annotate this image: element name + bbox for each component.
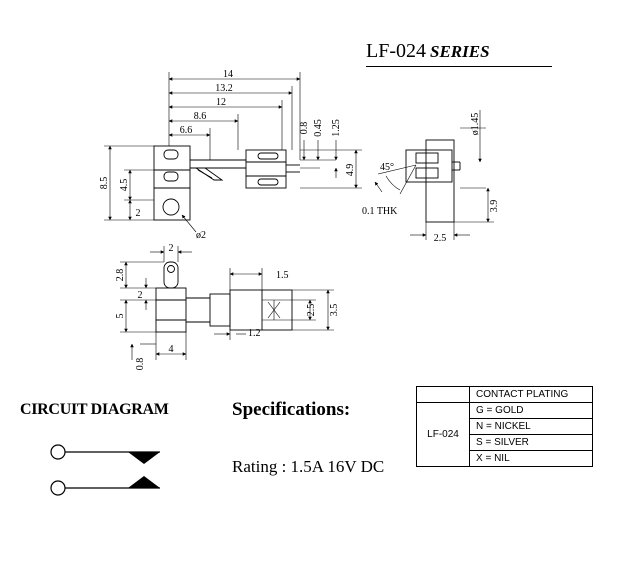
dim-2-mid: 2 (138, 290, 143, 301)
dim-0-1-thk: 0.1 THK (362, 206, 398, 217)
table-row: CONTACT PLATING (416, 386, 593, 403)
top-housing (153, 145, 191, 221)
plating-option: N = NICKEL (469, 418, 593, 435)
dim-6-6: 6.6 (180, 125, 193, 136)
bottom-housing (155, 287, 187, 333)
dim-8-5: 8.5 (99, 177, 110, 190)
dim-4: 4 (169, 344, 174, 355)
rating-text: Rating : 1.5A 16V DC (232, 457, 385, 476)
dim-4-5: 4.5 (119, 179, 130, 192)
dim-2-5-bottom: 2.5 (306, 304, 317, 317)
dim-13-2: 13.2 (215, 83, 233, 94)
dim-0-8-bottom: 0.8 (135, 358, 146, 371)
dim-2-top: 2 (169, 243, 174, 254)
table-row: X = NIL (417, 450, 593, 467)
dim-2: 2 (136, 208, 141, 219)
dim-14: 14 (223, 69, 233, 80)
dim-3-9: 3.9 (489, 200, 500, 213)
dim-2-8: 2.8 (115, 269, 126, 282)
specifications-title: Specifications: (232, 399, 351, 420)
dim-2-5-side: 2.5 (434, 233, 447, 244)
dim-3-5: 3.5 (329, 304, 340, 317)
circuit-diagram-title: CIRCUIT DIAGRAM (20, 401, 169, 418)
dim-0-8: 0.8 (299, 122, 310, 135)
dim-1-25: 1.25 (331, 119, 342, 137)
side-housing (425, 139, 455, 223)
dim-hole-d2: ø2 (196, 230, 206, 241)
title-block: LF-024 SERIES (366, 40, 552, 67)
contact-2-icon (128, 476, 160, 488)
table-header: CONTACT PLATING (469, 386, 593, 403)
contact-1-icon (128, 452, 160, 464)
dim-d1-45: ø1.45 (470, 113, 481, 136)
dim-4-9: 4.9 (345, 164, 356, 177)
title-model: LF-024 (366, 40, 426, 62)
plating-option: X = NIL (469, 450, 593, 467)
dim-12: 12 (216, 97, 226, 108)
table-model-cell: LF-024 (416, 402, 470, 467)
plating-option: G = GOLD (469, 402, 593, 419)
dim-8-6: 8.6 (194, 111, 207, 122)
dim-0-45: 0.45 (313, 119, 324, 137)
dim-5: 5 (115, 314, 126, 319)
dim-1-5: 1.5 (276, 270, 289, 281)
table-row: LF-024 G = GOLD (416, 402, 593, 467)
plating-option: S = SILVER (469, 434, 593, 451)
dim-1-2: 1.2 (248, 328, 261, 339)
side-view (374, 110, 494, 240)
dim-45-deg: 45° (380, 162, 394, 173)
terminal-2-icon (50, 480, 66, 496)
title-series: SERIES (430, 42, 490, 61)
mounting-hole (162, 198, 180, 216)
bottom-view (120, 246, 334, 360)
circuit-symbol (50, 444, 160, 496)
top-view (104, 72, 362, 233)
contact-plating-table: CONTACT PLATING LF-024 G = GOLD N = NICK… (416, 386, 593, 467)
terminal-1-icon (50, 444, 66, 460)
